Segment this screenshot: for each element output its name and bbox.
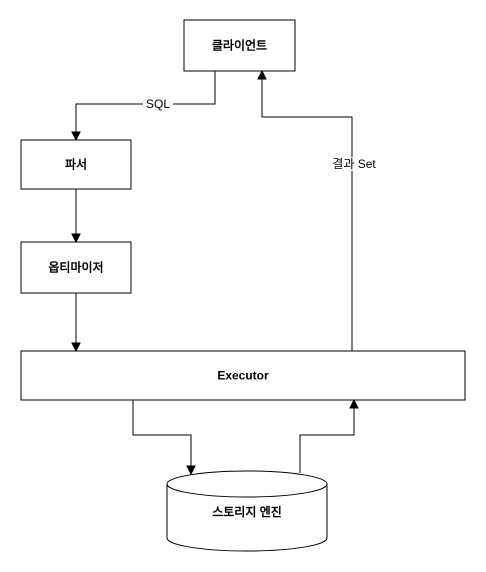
node-executor-label: Executor [217,369,269,383]
edge-storage-to-executor [299,398,359,473]
node-parser-label: 파서 [65,157,87,172]
edge-label-sql: SQL [146,97,170,111]
node-client[interactable]: 클라이언트 [183,19,296,72]
edge-label-result-set: 결과 Set [332,157,376,171]
edge-client-to-parser: SQL [71,71,216,142]
node-optimizer-label: 옵티마이저 [48,260,103,275]
node-executor[interactable]: Executor [20,350,466,401]
edge-parser-to-optimizer [71,189,81,244]
edge-executor-to-client: 결과 Set [257,69,376,351]
node-optimizer[interactable]: 옵티마이저 [20,241,132,294]
edge-optimizer-to-executor [71,293,81,353]
node-parser[interactable]: 파서 [20,139,132,190]
edge-executor-to-storage [132,400,196,476]
node-storage-label: 스토리지 엔진 [212,504,282,519]
node-storage[interactable]: 스토리지 엔진 [166,470,328,552]
node-client-label: 클라이언트 [212,38,267,53]
